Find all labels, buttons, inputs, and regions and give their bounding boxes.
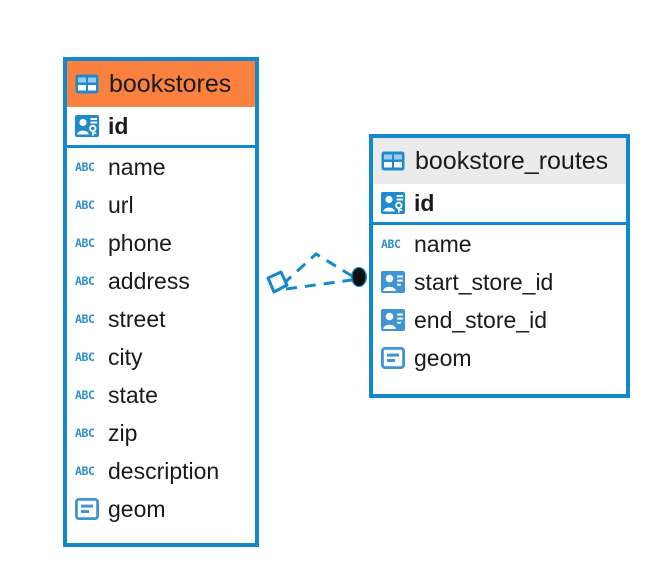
text-abc-icon: ABC [380, 231, 406, 257]
text-abc-icon: ABC [74, 458, 100, 484]
text-abc-icon: ABC [74, 230, 100, 256]
svg-text:ABC: ABC [75, 465, 95, 477]
field-row-start-store-id[interactable]: start_store_id [373, 263, 626, 301]
field-label: name [414, 230, 472, 257]
table-icon [380, 148, 406, 174]
field-label: phone [108, 229, 172, 256]
field-label: geom [414, 344, 472, 371]
filled-circle-icon [352, 268, 366, 286]
relationship-line-lower [285, 278, 353, 291]
field-row-name[interactable]: ABC name [67, 148, 255, 186]
svg-text:ABC: ABC [75, 389, 95, 401]
field-label: street [108, 305, 166, 332]
text-abc-icon: ABC [74, 192, 100, 218]
entity-header-bookstores[interactable]: bookstores [67, 61, 255, 107]
text-abc-icon: ABC [74, 382, 100, 408]
field-row-end-store-id[interactable]: end_store_id [373, 301, 626, 339]
field-label: id [414, 189, 435, 216]
field-label: geom [108, 495, 166, 522]
field-label: name [108, 153, 166, 180]
field-row-phone[interactable]: ABC phone [67, 224, 255, 262]
text-abc-icon: ABC [74, 268, 100, 294]
entity-bookstore-routes[interactable]: bookstore_routes id [369, 134, 630, 398]
entity-title-bookstore-routes: bookstore_routes [415, 146, 609, 175]
svg-text:ABC: ABC [75, 351, 95, 363]
field-label: url [108, 191, 134, 218]
field-row-bookstores-id[interactable]: id [67, 107, 255, 145]
text-abc-icon: ABC [74, 154, 100, 180]
field-label: zip [108, 419, 138, 446]
field-label: city [108, 343, 143, 370]
svg-text:ABC: ABC [75, 161, 95, 173]
field-row-address[interactable]: ABC address [67, 262, 255, 300]
entity-header-bookstore-routes[interactable]: bookstore_routes [373, 138, 626, 184]
svg-text:ABC: ABC [75, 199, 95, 211]
primary-key-icon [74, 113, 100, 139]
field-row-geom[interactable]: geom [67, 490, 255, 528]
fields-section-bookstore-routes: ABC name start_store_id [373, 225, 626, 377]
text-abc-icon: ABC [74, 420, 100, 446]
field-row-city[interactable]: ABC city [67, 338, 255, 376]
field-label: end_store_id [414, 306, 547, 333]
relationship-endpoint-ring [351, 267, 367, 287]
svg-text:ABC: ABC [75, 237, 95, 249]
svg-text:ABC: ABC [381, 238, 401, 250]
field-label: address [108, 267, 190, 294]
relationship-line-upper [281, 252, 353, 286]
entity-bookstores[interactable]: bookstores id [63, 57, 259, 547]
primary-key-section-bookstore-routes: id [373, 184, 626, 225]
crows-foot-diamond-icon [266, 270, 289, 294]
svg-text:ABC: ABC [75, 313, 95, 325]
field-row-geom[interactable]: geom [373, 339, 626, 377]
field-row-state[interactable]: ABC state [67, 376, 255, 414]
field-row-url[interactable]: ABC url [67, 186, 255, 224]
primary-key-section-bookstores: id [67, 107, 255, 148]
svg-text:ABC: ABC [75, 427, 95, 439]
text-abc-icon: ABC [74, 306, 100, 332]
field-row-bookstore-routes-id[interactable]: id [373, 184, 626, 222]
geometry-icon [74, 496, 100, 522]
foreign-key-icon [380, 269, 406, 295]
geometry-icon [380, 345, 406, 371]
entity-title-bookstores: bookstores [109, 69, 232, 98]
field-label: start_store_id [414, 268, 554, 295]
field-row-description[interactable]: ABC description [67, 452, 255, 490]
field-row-zip[interactable]: ABC zip [67, 414, 255, 452]
field-label: id [108, 112, 129, 139]
field-row-name[interactable]: ABC name [373, 225, 626, 263]
foreign-key-icon [380, 307, 406, 333]
field-row-street[interactable]: ABC street [67, 300, 255, 338]
field-label: state [108, 381, 158, 408]
fields-section-bookstores: ABC name ABC url ABC p [67, 148, 255, 528]
text-abc-icon: ABC [74, 344, 100, 370]
primary-key-icon [380, 190, 406, 216]
table-icon [74, 71, 100, 97]
svg-text:ABC: ABC [75, 275, 95, 287]
field-label: description [108, 457, 220, 484]
